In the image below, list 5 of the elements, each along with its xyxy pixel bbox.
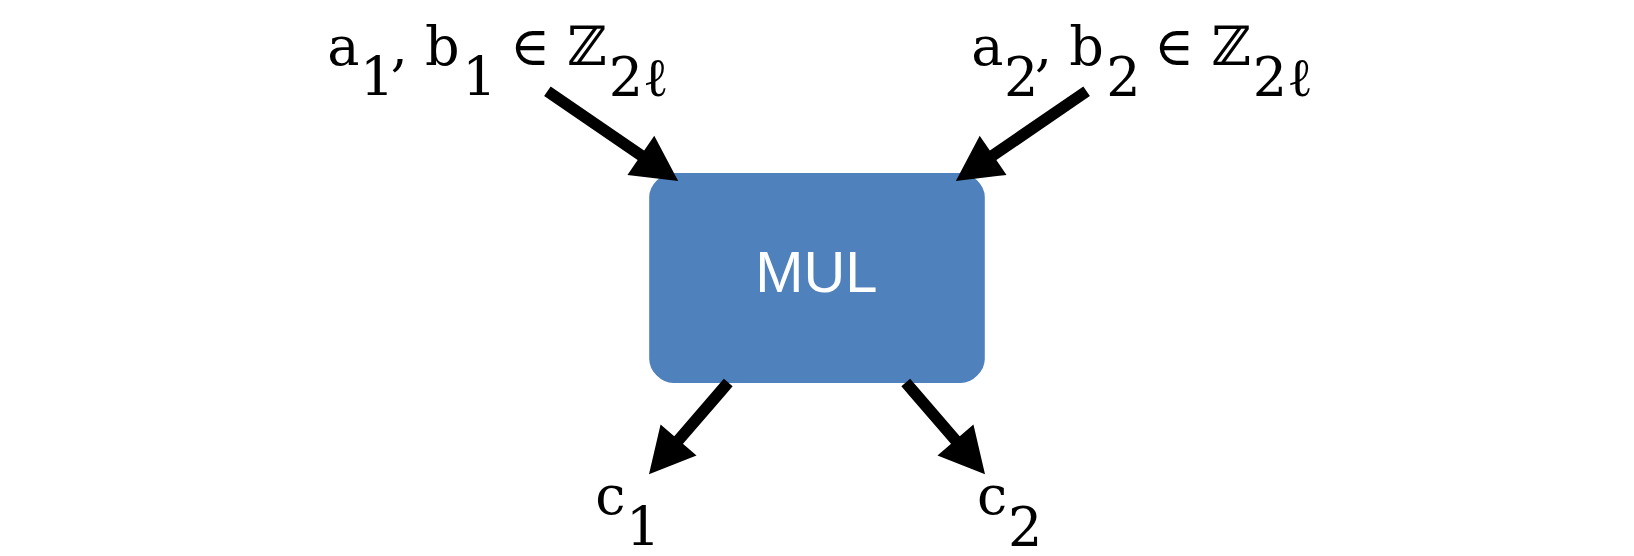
node-box: MUL [649, 172, 985, 384]
arrow [649, 378, 733, 475]
arrow [955, 86, 1090, 181]
arrow [544, 86, 679, 181]
arrow [901, 378, 985, 475]
